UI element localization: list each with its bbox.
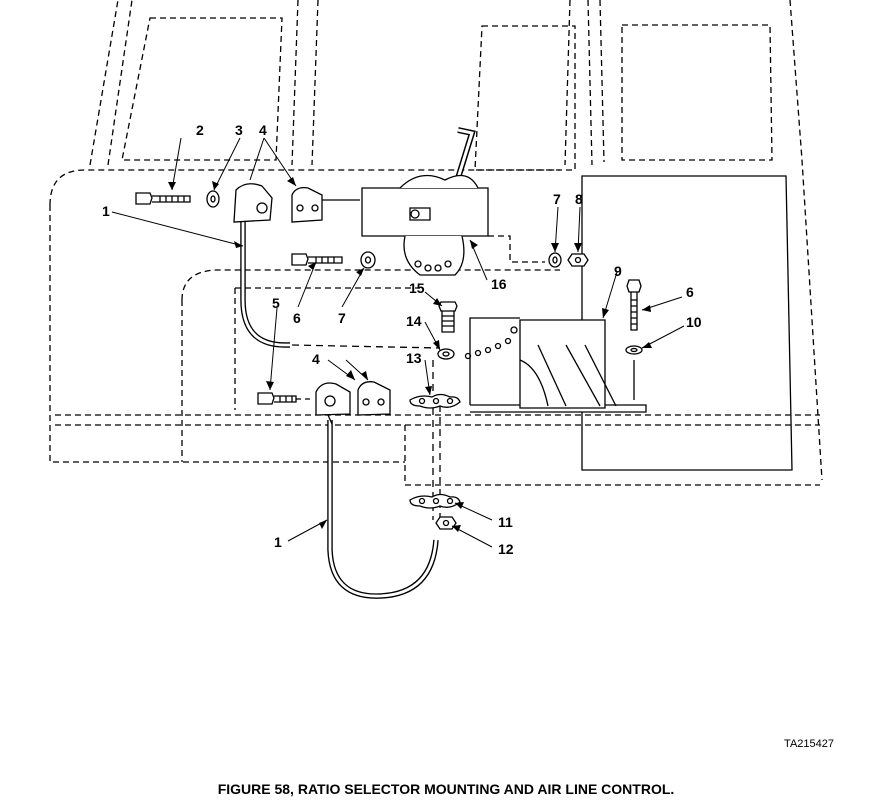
callout-7-left: 7 [338, 310, 346, 326]
callout-labels: 2 3 4 1 5 6 7 4 15 14 13 16 7 8 9 6 10 1… [102, 122, 702, 557]
bolt-6-right-icon [626, 279, 642, 400]
air-fitting-upper [233, 183, 273, 223]
bolt-6-upper-icon [291, 253, 343, 266]
callout-12: 12 [498, 541, 514, 557]
clamp-11-icon [409, 493, 461, 509]
callout-6-left: 6 [293, 310, 301, 326]
callout-4-upper: 4 [259, 122, 267, 138]
washer-10-icon [625, 345, 643, 355]
callout-3: 3 [235, 122, 243, 138]
cab-outline [49, 0, 823, 486]
nut-8-icon [567, 253, 589, 267]
screw-15-icon [438, 301, 458, 333]
callout-5: 5 [272, 295, 280, 311]
callout-16: 16 [491, 276, 507, 292]
callout-6-right: 6 [686, 284, 694, 300]
bolt-2-icon [135, 192, 191, 205]
washer-14-icon [437, 348, 455, 360]
washer-7-right-icon [548, 252, 562, 268]
washer-3-icon [206, 190, 220, 208]
bracket-9-icon [464, 317, 647, 413]
callout-2: 2 [196, 122, 204, 138]
callout-7-right: 7 [553, 191, 561, 207]
clamp-4-upper-icon [291, 187, 360, 223]
ta-number: TA215427 [784, 738, 834, 750]
callout-13: 13 [406, 350, 422, 366]
callout-10: 10 [686, 314, 702, 330]
air-fitting-lower [315, 382, 351, 416]
callout-9: 9 [614, 263, 622, 279]
figure-caption: FIGURE 58, RATIO SELECTOR MOUNTING AND A… [217, 781, 675, 797]
callout-8: 8 [575, 191, 583, 207]
ratio-selector-valve-icon [361, 127, 489, 276]
callout-1-upper: 1 [102, 203, 110, 219]
air-line-upper [240, 222, 441, 349]
nut-12-icon [435, 516, 457, 530]
callout-1-lower: 1 [274, 534, 282, 550]
callout-4-lower: 4 [312, 351, 320, 367]
clamp-4-lower-icon [357, 381, 391, 416]
bolt-5-icon [257, 392, 314, 405]
callout-11: 11 [498, 514, 513, 530]
clamp-13-icon [409, 393, 461, 409]
air-line-lower [327, 414, 439, 599]
leader-arrows [168, 177, 652, 532]
callout-14: 14 [406, 313, 422, 329]
callout-15: 15 [409, 280, 425, 296]
washer-7-left-icon [360, 251, 376, 269]
